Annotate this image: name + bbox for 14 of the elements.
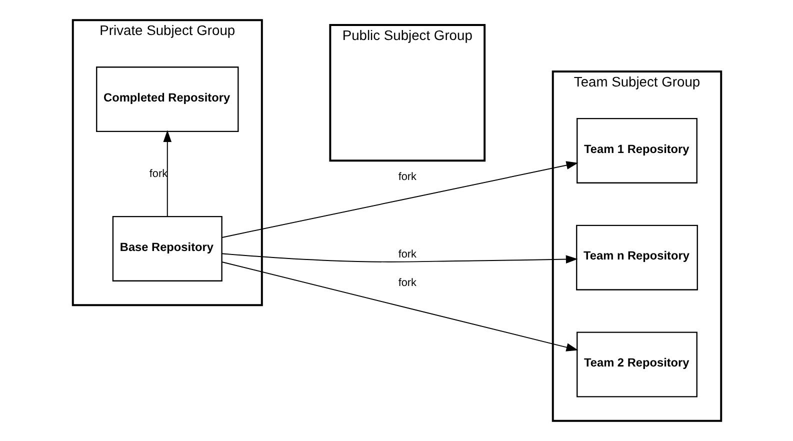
edge-label: fork [148, 168, 168, 180]
node-box: Team n Repository [576, 224, 698, 290]
node-box: Team 1 Repository [576, 118, 697, 184]
node-box: Completed Repository [96, 66, 238, 132]
arrow [220, 253, 578, 264]
edge-label: fork [398, 171, 416, 184]
node-box: Public Subject Group [328, 24, 486, 162]
edge-label: fork [398, 248, 416, 260]
arrow [221, 262, 578, 352]
node-box: Team 2 Repository [576, 332, 697, 398]
node-box: Base Repository [112, 216, 222, 282]
arrow [221, 161, 578, 238]
arrow [162, 130, 172, 217]
edge-label: fork [398, 277, 416, 290]
